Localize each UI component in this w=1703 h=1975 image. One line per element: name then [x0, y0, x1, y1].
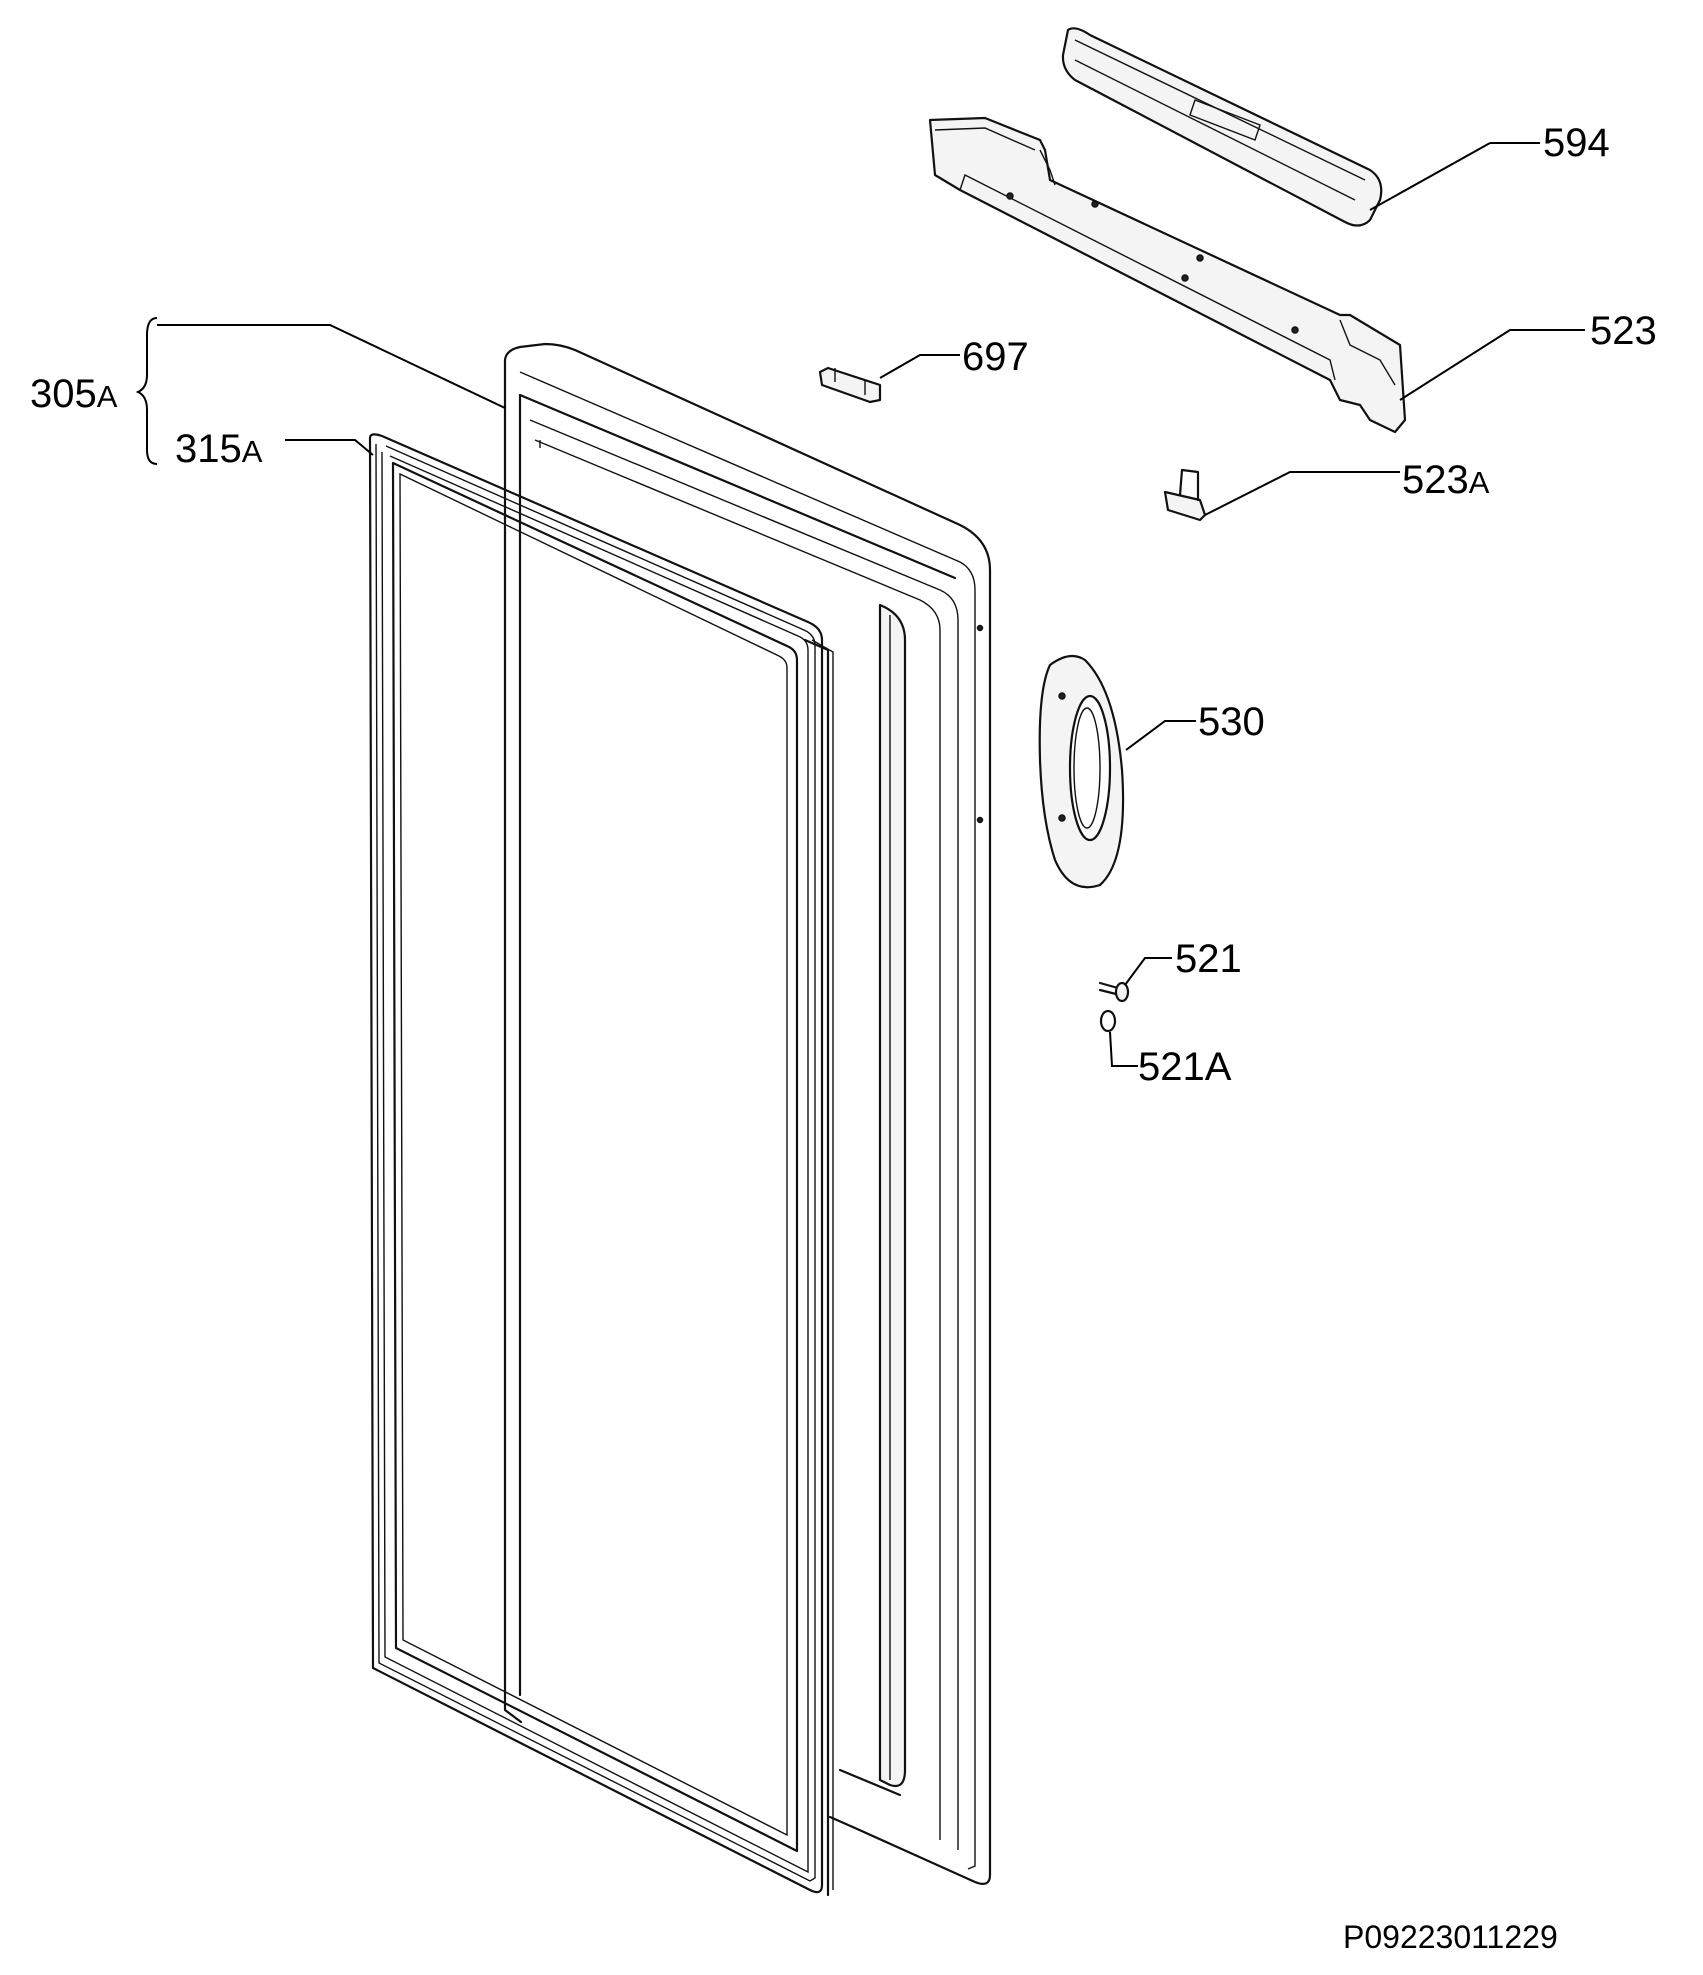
clip-523a: [1163, 468, 1207, 522]
clip-697: [818, 366, 882, 404]
leader-697: [879, 354, 960, 379]
callout-697: 697: [962, 335, 1029, 379]
leader-530: [1125, 720, 1196, 751]
brace-305a: [135, 317, 158, 465]
hinge-plate-530: [1038, 654, 1125, 889]
leader-521: [1124, 957, 1172, 986]
screw-521: [1098, 981, 1130, 1003]
hinge-bracket-523: [928, 116, 1407, 434]
callout-523: 523: [1590, 309, 1657, 353]
door-panel: [503, 342, 992, 1885]
callout-521a: 521A: [1138, 1045, 1232, 1089]
leader-523: [1399, 329, 1585, 401]
callout-521: 521: [1175, 937, 1242, 981]
leader-523a: [1204, 471, 1400, 516]
washer-521a: [1099, 1009, 1117, 1033]
callout-315a: 315A: [175, 427, 263, 471]
leader-521a: [1109, 1031, 1138, 1067]
hinge-cover-594: [1061, 27, 1383, 227]
leader-lines: [157, 142, 1585, 1067]
callout-305a: 305A: [30, 372, 118, 416]
leader-594-diag: [1369, 142, 1491, 211]
leader-315a: [285, 439, 374, 456]
reference-code: P09223011229: [1343, 1919, 1558, 1955]
callout-594: 594: [1543, 121, 1610, 165]
leader-305a: [157, 324, 506, 409]
callout-523a: 523A: [1402, 458, 1490, 502]
door-gasket: [368, 433, 834, 1897]
callout-530: 530: [1198, 700, 1265, 744]
